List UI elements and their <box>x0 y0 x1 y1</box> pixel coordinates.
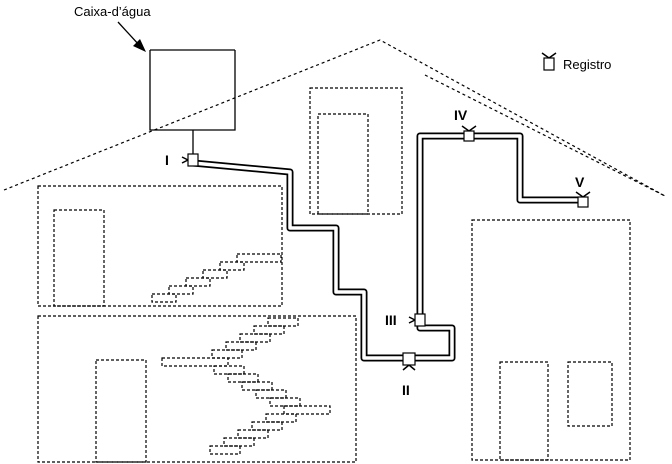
center-room-outline <box>309 87 403 215</box>
center-room-door <box>317 113 369 215</box>
right-building <box>471 219 631 461</box>
roof-inner <box>424 74 666 197</box>
valve-V-label: V <box>575 174 585 190</box>
valve-II-label: II <box>402 382 410 398</box>
center-room <box>309 87 403 215</box>
valve-III-label: III <box>385 312 397 328</box>
tank-pointer-arrow <box>117 21 146 52</box>
lower-staircase <box>161 317 331 455</box>
pipe-network <box>192 132 583 362</box>
legend-registro-icon <box>541 52 557 71</box>
left-building-lower <box>37 315 357 463</box>
right-building-window <box>567 361 613 427</box>
valve-III-icon <box>408 313 426 327</box>
upper-storey-outline <box>37 185 283 307</box>
valve-I-icon <box>181 153 199 167</box>
water-tank-body <box>149 50 236 131</box>
water-tank <box>149 49 236 156</box>
lower-storey-door <box>95 359 147 463</box>
valve-I-label: I <box>165 152 169 168</box>
roof-outline <box>3 39 666 197</box>
left-building-upper <box>37 185 283 307</box>
right-building-outline <box>471 219 631 461</box>
lower-storey-outline <box>37 315 357 463</box>
roof-main <box>3 39 666 197</box>
right-building-door <box>499 361 549 461</box>
valve-IV-icon <box>461 125 477 142</box>
upper-staircase <box>151 253 282 303</box>
legend-label: Registro <box>563 57 611 72</box>
valve-V-icon <box>575 191 591 208</box>
tank-label: Caixa-d’água <box>74 4 151 19</box>
valve-II-icon <box>402 352 416 371</box>
upper-storey-door <box>53 209 105 307</box>
pipe-main <box>192 159 409 362</box>
valve-IV-label: IV <box>454 107 468 123</box>
